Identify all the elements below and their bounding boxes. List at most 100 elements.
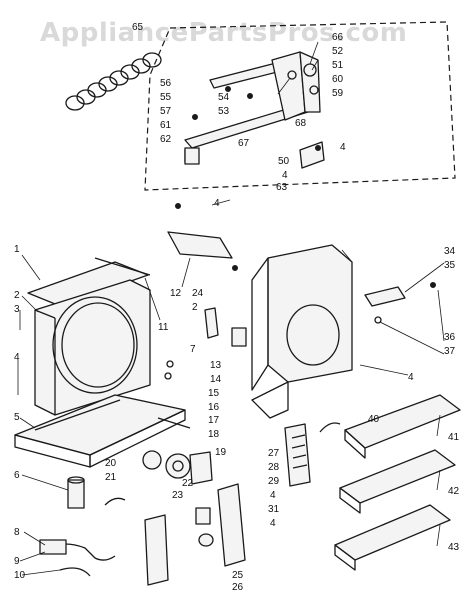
callout-11: 11 <box>158 322 169 333</box>
callout-55: 55 <box>160 92 172 103</box>
part-2-front-panel <box>34 279 151 416</box>
part-34-housing <box>251 244 353 419</box>
callout-60: 60 <box>332 74 344 85</box>
part-28-bracket <box>217 483 246 567</box>
part-43-tray-side <box>334 544 356 571</box>
callout-15: 15 <box>208 388 220 399</box>
callout-37: 37 <box>444 346 456 357</box>
part-40-hose <box>319 422 341 433</box>
watermark: AppliancePartsPros.com <box>40 18 408 48</box>
callout-18: 18 <box>208 429 220 440</box>
screw <box>247 93 253 99</box>
callout-20: 20 <box>105 458 117 469</box>
callout-25: 25 <box>232 570 244 581</box>
callout-21: 21 <box>105 472 117 483</box>
callout-4: 4 <box>282 170 288 181</box>
callout-6: 6 <box>14 470 20 481</box>
callout-61: 61 <box>160 120 172 131</box>
part-16-motor <box>142 450 213 485</box>
callout-16: 16 <box>208 402 220 413</box>
callout-56: 56 <box>160 78 172 89</box>
callout-8: 8 <box>14 527 20 538</box>
callout-23: 23 <box>172 490 184 501</box>
leader-lines <box>17 41 445 576</box>
callout-66: 66 <box>332 32 344 43</box>
callout-67: 67 <box>238 138 250 149</box>
callout-62: 62 <box>160 134 172 145</box>
part-13-clip <box>166 360 174 368</box>
part-37-clip <box>374 316 382 324</box>
callout-63: 63 <box>276 182 288 193</box>
callout-4d: 4 <box>14 352 20 363</box>
part-41-tray <box>344 394 461 449</box>
part-15-shaft <box>157 417 191 429</box>
part-42-tray-side <box>339 487 361 514</box>
callout-65: 65 <box>132 22 144 33</box>
callout-3: 3 <box>14 304 20 315</box>
screw <box>192 114 198 120</box>
callout-27: 27 <box>268 448 280 459</box>
part-12-bracket <box>167 231 233 259</box>
callout-29: 29 <box>268 476 280 487</box>
callout-31: 31 <box>268 504 280 515</box>
clip <box>184 147 200 165</box>
callout-13: 13 <box>210 360 222 371</box>
callout-4c: 4 <box>214 198 220 209</box>
callout-54: 54 <box>218 92 230 103</box>
callout-2: 2 <box>14 290 20 301</box>
callout-9: 9 <box>14 556 20 567</box>
callout-59: 59 <box>332 88 344 99</box>
callout-12: 12 <box>170 288 182 299</box>
screw <box>315 145 321 151</box>
callout-1: 1 <box>14 244 20 255</box>
part-50-bracket <box>299 141 325 169</box>
callout-7: 7 <box>190 344 196 355</box>
screw <box>175 203 181 209</box>
callout-34: 34 <box>444 246 456 257</box>
callout-4g: 4 <box>408 372 414 383</box>
callout-41: 41 <box>448 432 460 443</box>
callout-40: 40 <box>368 414 380 425</box>
callout-53: 53 <box>218 106 230 117</box>
callout-36: 36 <box>444 332 456 343</box>
callout-4f: 4 <box>270 518 276 529</box>
part-27-grille <box>284 423 311 487</box>
dashed-group-outline <box>144 21 456 191</box>
screw <box>225 86 231 92</box>
callout-10: 10 <box>14 570 26 581</box>
part-41-tray-side <box>344 429 366 459</box>
callout-51: 51 <box>332 60 344 71</box>
part-25-panel <box>144 514 169 586</box>
callout-52: 52 <box>332 46 344 57</box>
part-8-harness <box>39 497 126 577</box>
callout-labels: 65 66 52 51 60 59 56 55 57 61 62 54 53 6… <box>14 22 460 593</box>
part-42-tray <box>339 449 456 504</box>
part-6-capacitor <box>67 476 85 509</box>
part-14-clip <box>164 372 172 380</box>
part-23-knob <box>198 533 214 547</box>
callout-57: 57 <box>160 106 172 117</box>
callout-26: 26 <box>232 582 244 593</box>
screw <box>232 265 238 271</box>
part-43-tray <box>334 504 451 561</box>
callout-24: 24 <box>192 288 204 299</box>
callout-4b: 4 <box>340 142 346 153</box>
callout-43: 43 <box>448 542 460 553</box>
callout-50: 50 <box>278 156 290 167</box>
part-24-bracket <box>204 307 219 339</box>
part-65-spring <box>65 52 162 111</box>
callout-68: 68 <box>295 118 307 129</box>
part-68-bracket <box>271 51 321 121</box>
callout-4e: 4 <box>270 490 276 501</box>
part-7-relay <box>231 327 247 347</box>
part-35-plate <box>364 286 406 307</box>
callout-17: 17 <box>208 415 220 426</box>
part-11-rod <box>94 257 151 276</box>
part-5-base-pan <box>14 394 186 468</box>
callout-2b: 2 <box>192 302 198 313</box>
part-36-screw <box>430 282 436 288</box>
callout-28: 28 <box>268 462 280 473</box>
part-22-switch <box>195 507 211 525</box>
callout-19: 19 <box>215 447 227 458</box>
